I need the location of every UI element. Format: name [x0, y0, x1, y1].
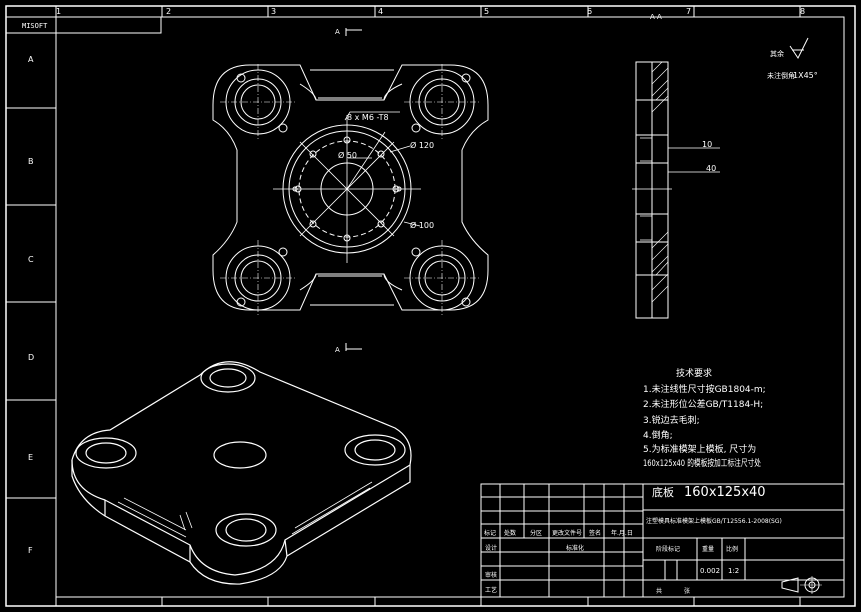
scale-label: 比例: [726, 545, 738, 553]
col-label-3: 3: [271, 7, 276, 16]
dim-phi-50: Ø 50: [338, 150, 357, 160]
section-label-bottom: A: [335, 346, 340, 354]
header-cell: 处数: [504, 529, 516, 537]
tech-req-item: 1.未注线性尺寸按GB1804-m;: [643, 383, 766, 395]
projection-symbol: [781, 576, 822, 594]
section-view: [632, 61, 720, 319]
dim-phi-120: Ø 120: [410, 140, 434, 150]
surface-finish-symbol: [789, 37, 809, 59]
plan-view: [212, 64, 489, 316]
chamfer-label: 未注倒角: [767, 71, 795, 80]
drawing-frame: [5, 5, 856, 607]
stage-label: 阶段标记: [656, 545, 680, 553]
tech-req-item: 2.未注形位公差GB/T1184-H;: [643, 398, 763, 410]
row-label-d: D: [28, 353, 34, 362]
isometric-view: [71, 361, 412, 585]
tech-req-item: 160x125x40 的模板按加工标注尺寸处: [643, 457, 761, 469]
title-block: [480, 483, 845, 598]
col-label-8: 8: [800, 7, 805, 16]
col-label-5: 5: [484, 7, 489, 16]
chamfer-value: 1X45°: [793, 71, 818, 80]
title-block-header: 标记 处数 分区 更改文件号 签名 年.月.日: [484, 529, 633, 537]
header-cell: 更改文件号: [552, 529, 582, 537]
tech-req-item: 3.锐边去毛刺;: [643, 414, 700, 426]
scale-value: 1:2: [728, 567, 739, 575]
col-label-2: 2: [166, 7, 171, 16]
std-label: 标准化: [566, 544, 584, 552]
row-label-review: 审核: [485, 571, 497, 579]
weight-value: 0.002: [700, 567, 720, 575]
header-cell: 年.月.日: [611, 529, 633, 537]
col-label-6: 6: [587, 7, 592, 16]
row-label-b: B: [28, 157, 34, 166]
logo-text: MISOFT: [22, 22, 48, 30]
dim-phi-100: Ø 100: [410, 220, 434, 230]
section-arrow-top: [345, 28, 362, 36]
row-label-a: A: [28, 55, 34, 64]
row-label-c: C: [28, 255, 34, 264]
sheet-no: 张: [684, 587, 690, 595]
tech-req-item: 5.为标准模架上模板, 尺寸为: [643, 443, 756, 455]
section-label-top: A: [335, 28, 340, 36]
header-cell: 签名: [589, 529, 601, 537]
tech-req-heading: 技术要求: [676, 367, 712, 379]
row-label-e: E: [28, 453, 33, 462]
row-label-process: 工艺: [485, 586, 497, 594]
section-arrow-bottom: [345, 343, 362, 351]
part-size: 160x125x40: [684, 485, 766, 500]
row-label-design: 设计: [485, 544, 497, 552]
sheets-total: 共: [656, 587, 662, 595]
holes-note: 8 x M6 -T8: [347, 113, 389, 122]
row-labels: A B C D E F: [28, 55, 34, 555]
header-cell: 标记: [484, 529, 496, 537]
tech-req-item: 4.倒角;: [643, 429, 673, 441]
header-cell: 分区: [530, 529, 542, 537]
column-labels: 1 2 3 4 5 6 7 8: [56, 7, 805, 16]
weight-label: 重量: [702, 545, 714, 553]
col-label-4: 4: [378, 7, 383, 16]
standard-note: 注塑模具标准模架上模板GB/T12556.1-2008(SG): [646, 517, 782, 525]
technical-requirements: 技术要求 1.未注线性尺寸按GB1804-m; 2.未注形位公差GB/T1184…: [643, 367, 766, 469]
col-label-1: 1: [56, 7, 61, 16]
dim-10: 10: [702, 140, 712, 149]
col-label-7: 7: [686, 7, 691, 16]
section-view-title: A-A: [650, 13, 662, 21]
part-name: 底板: [652, 485, 674, 499]
dim-40: 40: [706, 164, 716, 173]
row-label-f: F: [28, 546, 33, 555]
frame-ticks: [6, 6, 801, 606]
surface-finish-label: 其余: [770, 49, 784, 58]
